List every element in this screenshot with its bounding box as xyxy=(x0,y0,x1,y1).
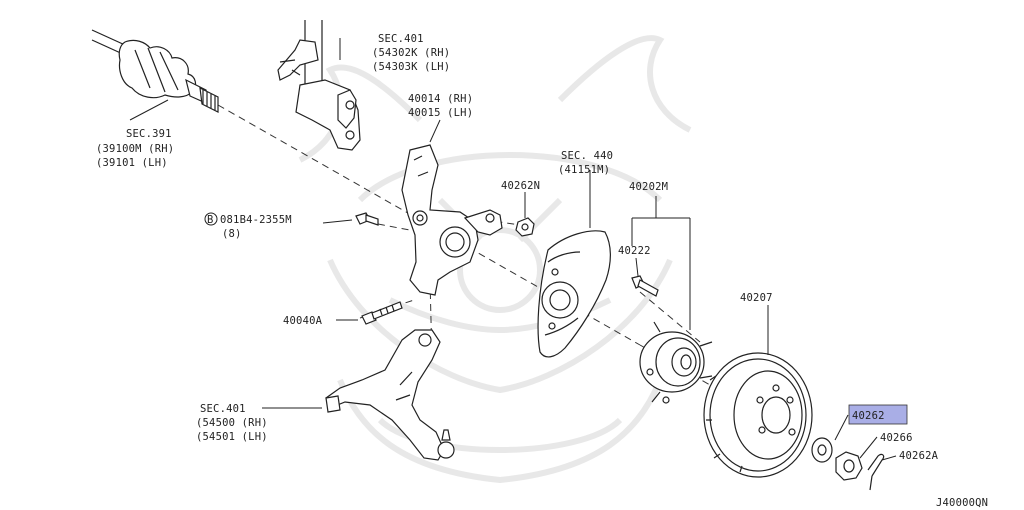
highlighted-part-box xyxy=(848,404,908,425)
label-40207[interactable]: 40207 xyxy=(740,292,773,304)
callout-sec401-top[interactable]: SEC.401 (54302K (RH) (54303K (LH) xyxy=(372,33,450,73)
hub-nut-40262 xyxy=(811,437,833,463)
label-knuckle-lh: 40015 (LH) xyxy=(408,107,473,119)
label-sec401-top-title: SEC.401 xyxy=(378,33,424,45)
callout-bolt[interactable]: B 081B4-2355M (8) xyxy=(204,212,292,240)
label-sec391-lh: (39101 (LH) xyxy=(96,157,168,169)
drive-shaft xyxy=(91,29,219,113)
label-sec391-title: SEC.391 xyxy=(126,128,172,140)
cotter-pin-40262A xyxy=(867,453,885,491)
hub-bolt-40222 xyxy=(631,275,659,297)
nut-40262N xyxy=(515,217,535,237)
watermark-logo xyxy=(298,35,692,484)
label-knuckle-rh: 40014 (RH) xyxy=(408,93,473,105)
label-sec401-top-lh: (54303K (LH) xyxy=(372,61,450,73)
label-sec401-bottom-lh: (54501 (LH) xyxy=(196,431,268,443)
label-40266[interactable]: 40266 xyxy=(880,432,913,444)
castle-nut-40266 xyxy=(835,451,863,481)
label-sec391-rh: (39100M (RH) xyxy=(96,143,174,155)
callout-sec401-bottom[interactable]: SEC.401 (54500 (RH) (54501 (LH) xyxy=(196,403,268,443)
label-bolt-qty: (8) xyxy=(222,228,242,240)
callout-sec440[interactable]: SEC. 440 (41151M) xyxy=(558,150,613,176)
label-40262N[interactable]: 40262N xyxy=(501,180,540,192)
callout-sec391[interactable]: SEC.391 (39100M (RH) (39101 (LH) xyxy=(96,128,174,169)
label-bolt-circle-letter: B xyxy=(207,214,214,226)
label-sec401-bottom-title: SEC.401 xyxy=(200,403,246,415)
label-sec401-bottom-rh: (54500 (RH) xyxy=(196,417,268,429)
splash-shield xyxy=(537,230,611,358)
label-40202M[interactable]: 40202M xyxy=(629,181,668,193)
leader-lines xyxy=(129,38,897,461)
label-sec401-top-rh: (54302K (RH) xyxy=(372,47,450,59)
steering-knuckle xyxy=(401,144,503,296)
bolt-40040A xyxy=(361,301,403,325)
label-sec440-part: (41151M) xyxy=(558,164,610,176)
bolt-circle-marker xyxy=(204,212,218,226)
label-40262-highlighted[interactable]: 40262 xyxy=(852,410,885,422)
brake-rotor xyxy=(703,352,813,478)
lower-arm xyxy=(325,329,455,461)
strut-assembly xyxy=(277,20,361,151)
label-40222[interactable]: 40222 xyxy=(618,245,651,257)
label-40262A[interactable]: 40262A xyxy=(899,450,939,462)
callout-knuckle[interactable]: 40014 (RH) 40015 (LH) xyxy=(408,93,473,119)
diagram-code: J40000QN xyxy=(936,497,988,509)
wheel-hub-bearing xyxy=(639,321,713,404)
label-sec440-title: SEC. 440 xyxy=(561,150,613,162)
label-40040A[interactable]: 40040A xyxy=(283,315,323,327)
bolt-081B4-2355M xyxy=(355,212,379,226)
label-bolt-part: 081B4-2355M xyxy=(220,214,292,226)
